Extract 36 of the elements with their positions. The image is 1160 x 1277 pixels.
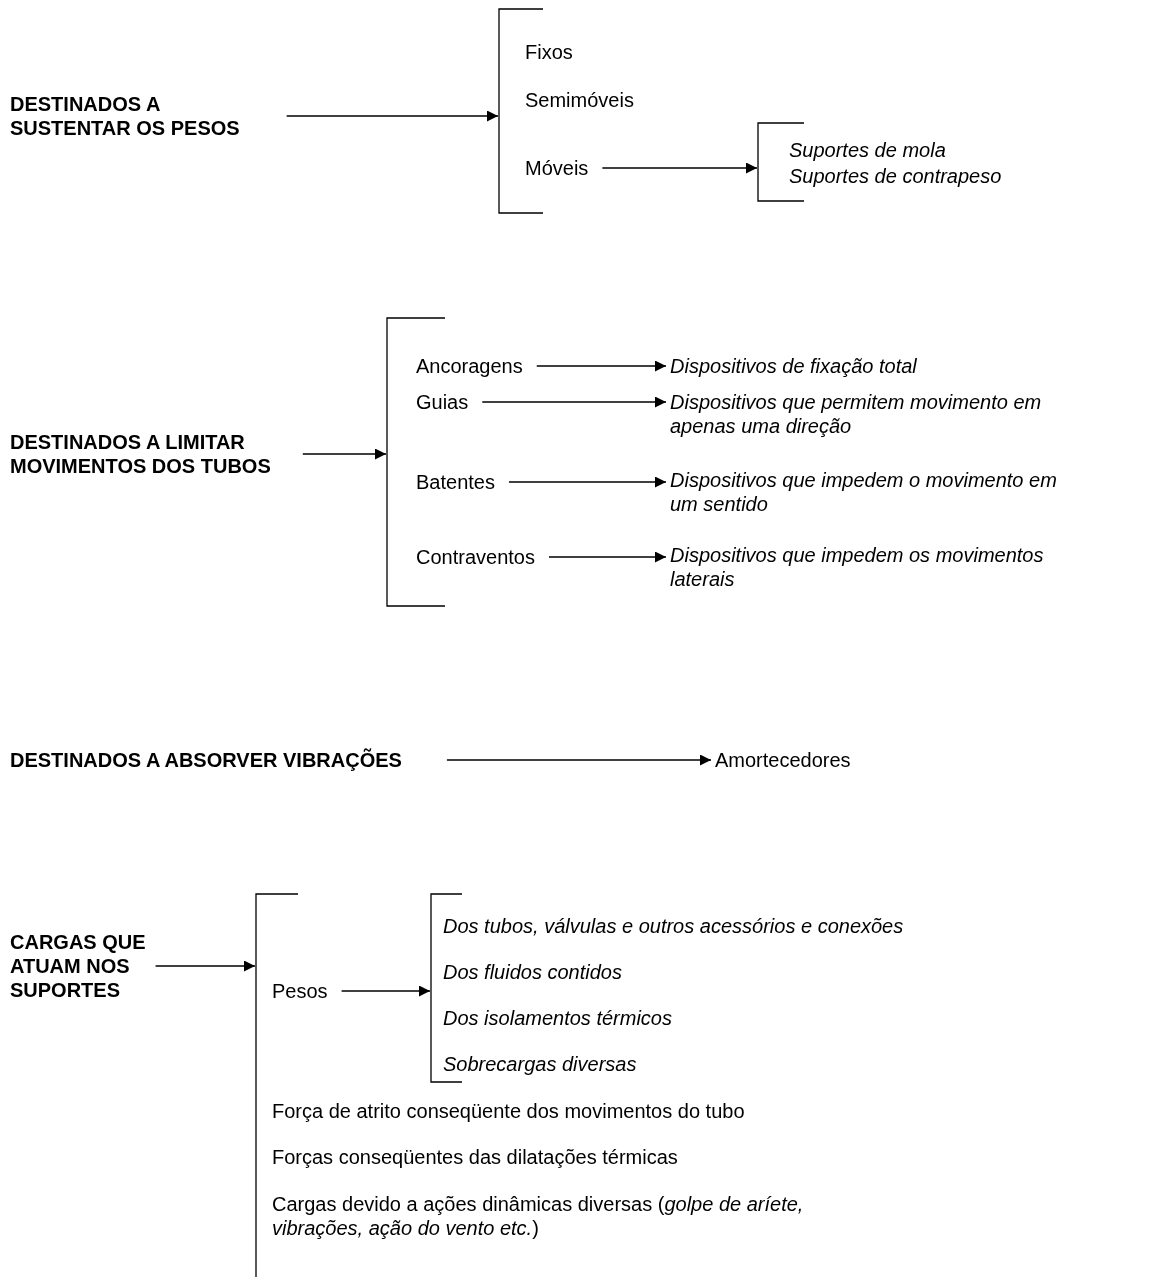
arrow bbox=[601, 162, 758, 174]
description-text: Suportes de mola bbox=[789, 138, 946, 162]
arrow bbox=[481, 396, 667, 408]
arrow bbox=[340, 985, 431, 997]
list-item: Contraventos bbox=[416, 545, 535, 569]
list-item: Força de atrito conseqüente dos movimentos do tubo bbox=[272, 1099, 745, 1123]
description-text: Sobrecargas diversas bbox=[443, 1052, 637, 1076]
description-text: Dispositivos de fixação total bbox=[670, 354, 917, 378]
category-heading: DESTINADOS A ABSORVER VIBRAÇÕES bbox=[10, 748, 402, 772]
description-text: Suportes de contrapeso bbox=[789, 164, 1002, 188]
list-item: Batentes bbox=[416, 470, 495, 494]
list-item: Fixos bbox=[525, 40, 573, 64]
description-text: Dos tubos, válvulas e outros acessórios e conexões bbox=[443, 914, 904, 938]
description-text: Dos fluidos contidos bbox=[443, 960, 622, 984]
arrow bbox=[154, 960, 256, 972]
arrow bbox=[302, 448, 387, 460]
category-heading: CARGAS QUE ATUAM NOS SUPORTES bbox=[10, 930, 210, 1002]
category-heading: DESTINADOS A LIMITAR MOVIMENTOS DOS TUBOS bbox=[10, 430, 310, 478]
list-item: Forças conseqüentes das dilatações térmicas bbox=[272, 1145, 678, 1169]
description-text: Dispositivos que impedem os movimentos laterais bbox=[670, 543, 1080, 591]
list-item: Amortecedores bbox=[715, 748, 851, 772]
list-item: Pesos bbox=[272, 979, 328, 1003]
list-item: Cargas devido a ações dinâmicas diversas (golpe de aríete, vibrações, ação do vento etc.) bbox=[272, 1192, 832, 1240]
list-item: Móveis bbox=[525, 156, 589, 180]
list-item: Ancoragens bbox=[416, 354, 523, 378]
description-text: Dos isolamentos térmicos bbox=[443, 1006, 672, 1030]
arrow bbox=[286, 110, 499, 122]
list-item: Semimóveis bbox=[525, 88, 634, 112]
arrow bbox=[548, 551, 667, 563]
list-item: Guias bbox=[416, 390, 469, 414]
arrow bbox=[508, 476, 667, 488]
arrow bbox=[536, 360, 667, 372]
description-text: Dispositivos que permitem movimento em apenas uma direção bbox=[670, 390, 1080, 438]
arrow bbox=[446, 754, 712, 766]
description-text: Dispositivos que impedem o movimento em um sentido bbox=[670, 468, 1080, 516]
category-heading: DESTINADOS A SUSTENTAR OS PESOS bbox=[10, 92, 260, 140]
